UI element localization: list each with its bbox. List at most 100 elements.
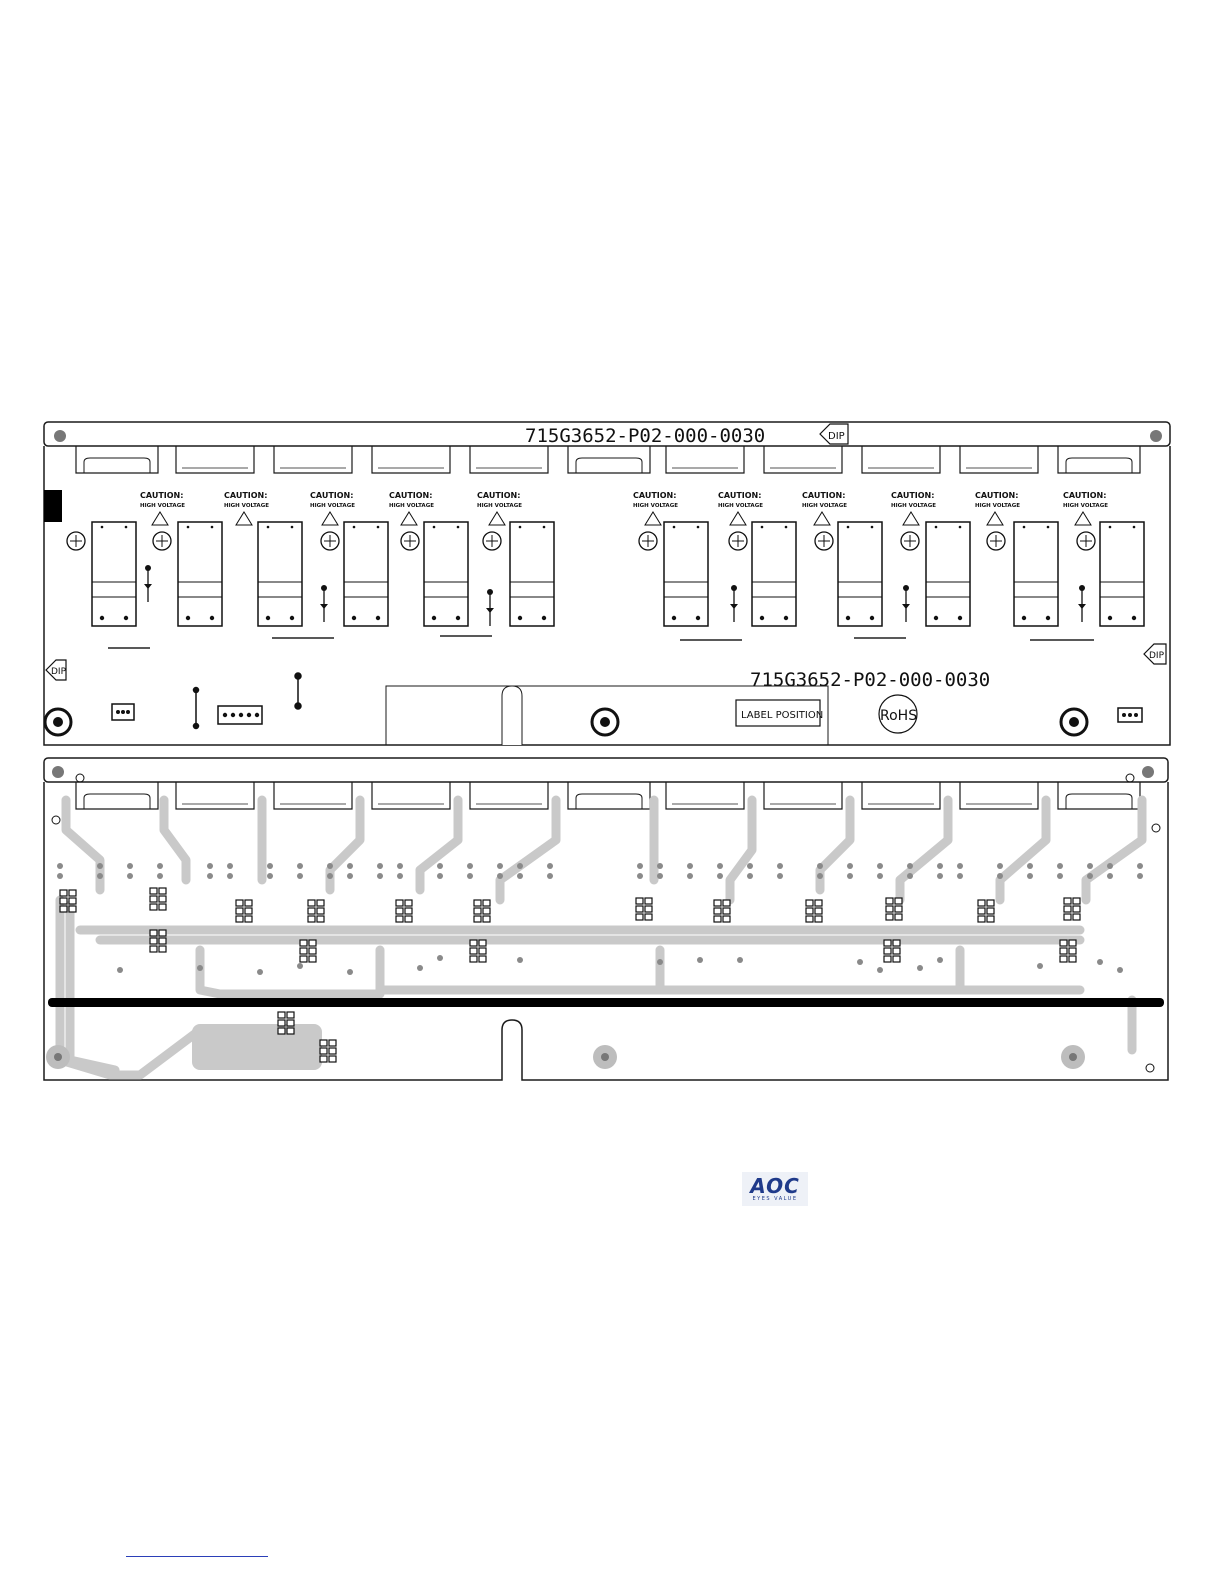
smd-part (149, 937, 158, 945)
smd-part (1059, 939, 1068, 947)
caution-subtitle: HIGH VOLTAGE (633, 503, 678, 509)
transformer-pin (266, 525, 270, 529)
copper-traces (55, 795, 1147, 1080)
transformer-pin (432, 525, 436, 529)
warning-triangle-icon (321, 511, 339, 526)
smd-part (328, 1055, 337, 1063)
solder-pad (347, 863, 353, 869)
smd-part (635, 897, 644, 905)
solder-pad (267, 873, 273, 879)
smd-part (473, 907, 482, 915)
solder-pad (877, 967, 883, 973)
diode-pad (321, 585, 327, 591)
solder-pad (517, 863, 523, 869)
smd-part (149, 929, 158, 937)
diode-pad (1079, 585, 1085, 591)
caution-label: CAUTION:HIGH VOLTAGE (477, 491, 522, 526)
smd-part (404, 907, 413, 915)
transformer-pin (517, 615, 523, 621)
transformer (751, 521, 797, 627)
transformer-pin (784, 525, 788, 529)
caution-title: CAUTION: (477, 491, 520, 500)
smd-cluster (885, 897, 903, 921)
solder-pad (747, 873, 753, 879)
copper-trace (495, 795, 561, 905)
smd-part (328, 1039, 337, 1047)
smd-part (149, 887, 158, 895)
solder-pad (547, 873, 553, 879)
smd-part (469, 939, 478, 947)
solder-pad (937, 873, 943, 879)
solder-pad (297, 873, 303, 879)
diode-pad (903, 585, 909, 591)
warning-triangle-icon (813, 511, 831, 526)
warning-triangle-icon (1074, 511, 1092, 526)
solder-pad (437, 873, 443, 879)
transformer (925, 521, 971, 627)
connector-notch (861, 446, 941, 474)
transformer-pin (759, 615, 765, 621)
diode-symbol (320, 604, 328, 609)
solder-pad (157, 873, 163, 879)
smd-part (814, 899, 823, 907)
brand-logo-text: AOC (750, 1173, 800, 1198)
smd-part (894, 897, 903, 905)
smd-part (977, 907, 986, 915)
transformer-pin (870, 525, 874, 529)
transformer-pin (456, 525, 460, 529)
solder-pad (197, 965, 203, 971)
caution-label: CAUTION:HIGH VOLTAGE (140, 491, 185, 526)
bottom-strip-hole-left (52, 766, 64, 778)
diode-symbol (144, 584, 152, 589)
solder-pad (377, 863, 383, 869)
smd-part (986, 907, 995, 915)
solder-pad (517, 957, 523, 963)
smd-cluster (473, 899, 491, 923)
transformer-body (91, 521, 137, 627)
smd-part (286, 1011, 295, 1019)
smd-part (805, 907, 814, 915)
smd-part (395, 899, 404, 907)
smd-part (316, 899, 325, 907)
transformer-blocks (66, 521, 1145, 627)
transformer-pin (541, 615, 547, 621)
caution-subtitle: HIGH VOLTAGE (140, 503, 185, 509)
smd-part (478, 939, 487, 947)
smd-part (644, 905, 653, 913)
warning-triangle-icon (902, 511, 920, 526)
top-strip-hole-right (1150, 430, 1162, 442)
smd-part (1059, 947, 1068, 955)
diode (144, 565, 152, 602)
transformer-body (837, 521, 883, 627)
caution-subtitle: HIGH VOLTAGE (389, 503, 434, 509)
bottom-board (43, 757, 1169, 1081)
caution-label: CAUTION:HIGH VOLTAGE (389, 491, 434, 526)
solder-pad (717, 863, 723, 869)
capacitor (400, 531, 420, 551)
smd-cluster (149, 929, 167, 953)
transformer-body (509, 521, 555, 627)
caution-title: CAUTION: (633, 491, 676, 500)
solder-pad (207, 863, 213, 869)
caution-label: CAUTION:HIGH VOLTAGE (310, 491, 355, 526)
caution-label: CAUTION:HIGH VOLTAGE (975, 491, 1020, 526)
connector-right (1117, 707, 1143, 723)
diode (486, 589, 494, 626)
connector-notch (175, 782, 255, 810)
smd-part (307, 915, 316, 923)
dip-label-left: DIP (51, 667, 67, 677)
smd-part (713, 915, 722, 923)
transformer-pin (290, 525, 294, 529)
transformer-pin (1131, 615, 1137, 621)
footer-link-underline[interactable] (126, 1556, 268, 1557)
smd-cluster (319, 1039, 337, 1063)
caution-title: CAUTION: (1063, 491, 1106, 500)
smd-part (395, 907, 404, 915)
smd-part (149, 903, 158, 911)
smd-part (892, 947, 901, 955)
smd-part (307, 899, 316, 907)
label-area (385, 685, 829, 746)
connector-latch (575, 793, 643, 809)
smd-part (328, 1047, 337, 1055)
solder-pad (127, 873, 133, 879)
